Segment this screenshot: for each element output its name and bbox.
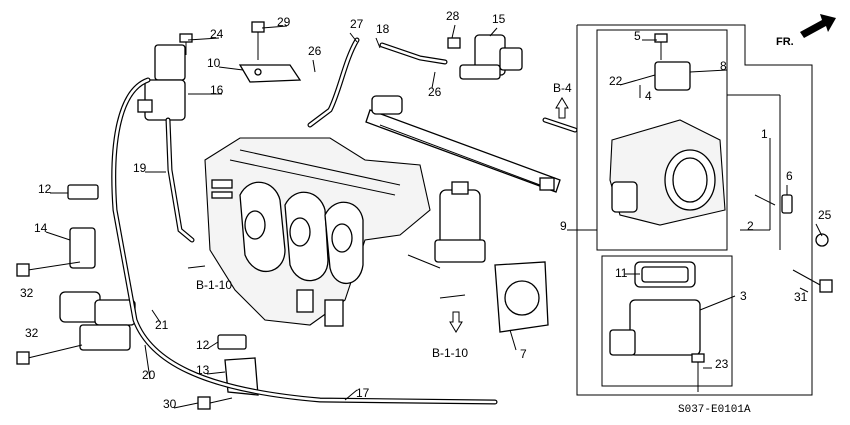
- callout-c6: 6: [786, 169, 793, 183]
- bracket-10: [238, 64, 302, 83]
- callout-c1: 1: [761, 127, 768, 141]
- callout-c29: 29: [277, 15, 291, 29]
- callout-c2: 2: [747, 219, 754, 233]
- callout-c7: 7: [520, 347, 527, 361]
- bolts: [16, 21, 833, 410]
- callout-c27: 27: [350, 17, 364, 31]
- fuel-rail: [365, 95, 561, 193]
- callout-c16: 16: [210, 83, 224, 97]
- callout-c5: 5: [634, 29, 641, 43]
- callout-c14: 14: [34, 221, 48, 235]
- callout-c23: 23: [715, 357, 729, 371]
- reference-r-b110b: B-1-10: [432, 346, 468, 360]
- callout-c24: 24: [210, 27, 224, 41]
- callout-c21: 21: [155, 318, 169, 332]
- front-direction-arrow: FR.: [776, 14, 836, 48]
- callout-c25: 25: [818, 208, 832, 222]
- leader-lines: [45, 24, 823, 409]
- callout-c18: 18: [376, 22, 390, 36]
- throttle-body-group-frame: [576, 24, 813, 396]
- callout-c4: 4: [645, 89, 652, 103]
- callout-c8: 8: [720, 59, 727, 73]
- callout-c10: 10: [207, 56, 221, 70]
- reference-arrows: [449, 97, 569, 333]
- callout-c12a: 12: [38, 182, 52, 196]
- callout-c32a: 32: [20, 286, 34, 300]
- callout-c15: 15: [492, 12, 506, 26]
- intake-manifold: [204, 137, 431, 327]
- throttle-body: [609, 61, 726, 226]
- callout-c11: 11: [615, 266, 628, 280]
- callout-numbers: 1234567891011121213141516171819202122232…: [20, 9, 832, 411]
- hoses: [111, 37, 578, 405]
- callout-c26a: 26: [308, 44, 322, 58]
- callout-c19: 19: [133, 161, 147, 175]
- diagram-code: S037-E0101A: [678, 404, 751, 416]
- purge-solenoid-valve: [137, 44, 186, 121]
- callout-c30: 30: [163, 397, 177, 411]
- reference-r-b4: B-4: [553, 81, 572, 95]
- reference-r-b110a: B-1-10: [196, 278, 232, 292]
- callout-c28: 28: [446, 9, 460, 23]
- fuel-pressure-regulator: [459, 34, 523, 80]
- callout-c17: 17: [356, 386, 370, 400]
- callout-c26b: 26: [428, 85, 442, 99]
- callout-c9: 9: [560, 219, 567, 233]
- fr-label: FR.: [776, 36, 794, 48]
- callout-c3: 3: [740, 289, 747, 303]
- reference-labels: B-4B-1-10B-1-10: [196, 81, 572, 360]
- callout-c31: 31: [794, 290, 808, 304]
- callout-c12b: 12: [196, 338, 210, 352]
- callout-c20: 20: [142, 368, 156, 382]
- gasket-7: [494, 261, 549, 333]
- callout-c32b: 32: [25, 326, 39, 340]
- callout-c13: 13: [196, 363, 210, 377]
- idle-air-control-valve: [59, 184, 136, 351]
- egr-valve: [434, 181, 486, 263]
- iac-valve-3: [609, 261, 701, 356]
- callout-c22: 22: [609, 74, 623, 88]
